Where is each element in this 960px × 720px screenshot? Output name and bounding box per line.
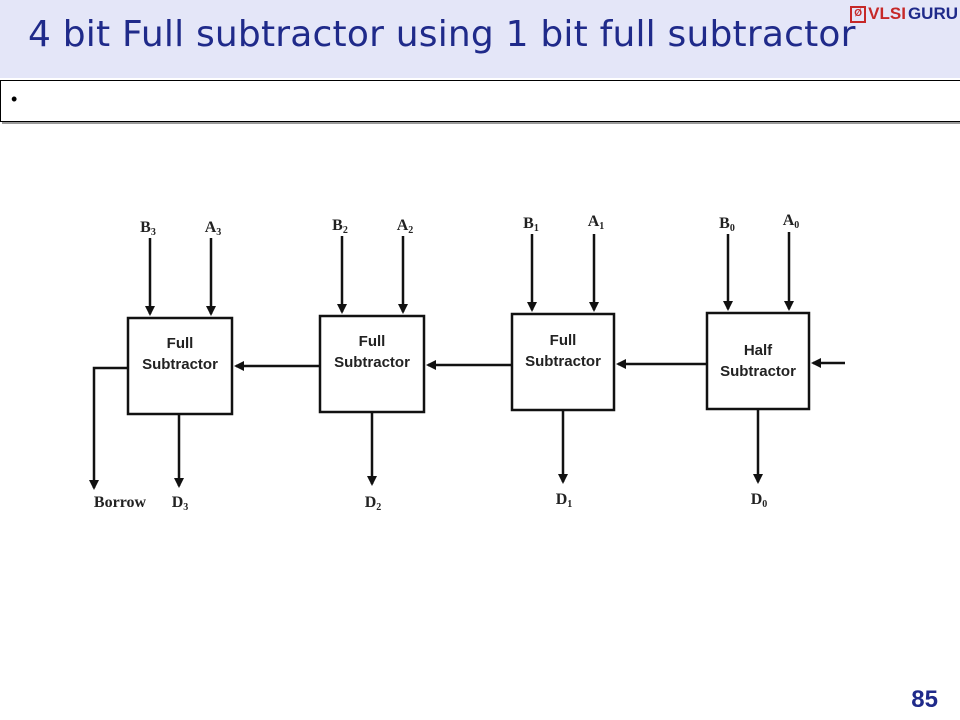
label-d0: D0 [751,491,768,510]
input-labels: B3 A3 B2 A2 B1 A1 B0 A0 [140,212,799,238]
label-d3: D3 [172,494,189,513]
block-2-label-line2: Subtractor [334,354,410,371]
block-1-label-line2: Subtractor [525,353,601,370]
output-labels: Borrow D3 D2 D1 D0 [94,491,767,513]
page-title: 4 bit Full subtractor using 1 bit full s… [28,14,856,55]
page-number: 85 [911,686,938,713]
label-d1: D1 [556,491,573,510]
bullet-text-box[interactable]: • [0,80,960,122]
borrow-chain-arrows [89,358,845,490]
logo-guru-text: GURU [907,4,958,23]
label-b3: B3 [140,219,156,238]
input-arrows [145,232,794,316]
label-b2: B2 [332,217,348,236]
label-d2: D2 [365,494,382,513]
slide-header: 4 bit Full subtractor using 1 bit full s… [0,0,960,78]
block-3-label-line1: Full [167,335,194,352]
block-0-label-line1: Half [744,342,773,359]
logo-mark-icon: Ø [850,5,867,23]
label-b1: B1 [523,215,539,234]
block-0-label-line2: Subtractor [720,363,796,380]
bullet-point: • [11,89,18,109]
label-borrow: Borrow [94,494,147,511]
full-subtractor-block-2: Full Subtractor [318,314,426,414]
label-a2: A2 [397,217,414,236]
label-b0: B0 [719,215,735,234]
half-subtractor-block-0: Half Subtractor [705,311,811,411]
block-1-label-line1: Full [550,332,577,349]
block-3-label-line2: Subtractor [142,356,218,373]
output-arrows [174,409,763,488]
full-subtractor-block-1: Full Subtractor [510,312,616,412]
borrow-out-arrow [89,366,128,490]
full-subtractor-block-3: Full Subtractor [126,316,234,416]
label-a1: A1 [588,213,605,232]
logo-vlsi-text: VLSI [868,4,906,23]
label-a0: A0 [783,212,800,231]
label-a3: A3 [205,219,222,238]
block-2-label-line1: Full [359,333,386,350]
